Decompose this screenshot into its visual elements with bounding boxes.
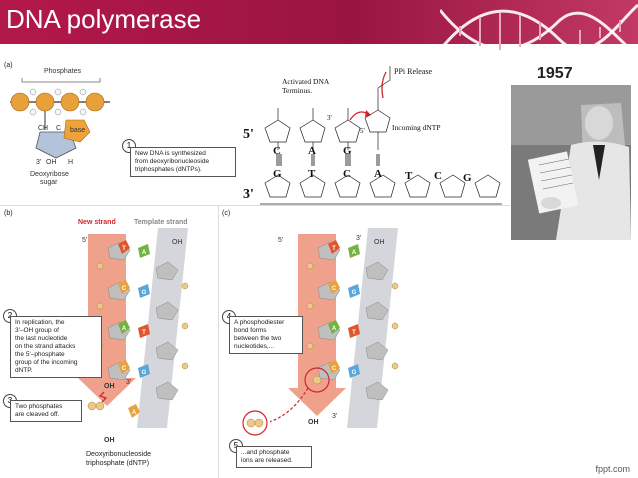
callout-2-line-7: dNTP. [15, 367, 33, 374]
callout-4-line-1: A phosphodiester [234, 319, 285, 326]
base-b-3: G [142, 290, 147, 296]
three-prime-c-top: 3' [356, 235, 361, 242]
base-c-5: T [352, 330, 356, 336]
base-c-0: T [332, 246, 336, 252]
three-prime-b: 3' [126, 379, 131, 386]
top-base-1: A [308, 145, 316, 157]
callout-2-line-6: group of the incoming [15, 359, 78, 366]
o5-label: 5' [360, 127, 365, 135]
callout-3-line-1: Two phosphates [15, 403, 63, 410]
callout-1-line-1: New DNA is synthesized [135, 150, 206, 157]
oh-label: OH [46, 159, 57, 166]
callout-2-line-1: In replication, the [15, 319, 65, 326]
phosphates-label: Phosphates [44, 68, 81, 75]
base-c-4: A [332, 326, 337, 332]
callout-4: A phosphodiester bond forms between the … [229, 316, 303, 354]
dntp-label-2: triphosphate (dNTP) [86, 460, 150, 467]
callout-3: Two phosphates are cleaved off. [10, 400, 82, 422]
nucleotide-diagram: Phosphates base CH C 3' OH H Deoxyribose… [10, 68, 110, 186]
bottom-base-2: C [343, 168, 351, 180]
released-phosphates-icon [242, 410, 268, 436]
top-base-2: G [343, 145, 352, 157]
three-prime-c-bottom: 3' [332, 413, 337, 420]
callout-1-line-3: triphosphates (dNTPs). [135, 166, 202, 173]
five-prime-b: 5' [82, 237, 87, 244]
activated-label-1: Activated DNA [282, 77, 330, 86]
panel-b-tag: (b) [4, 210, 13, 217]
oh-b-mid: OH [104, 383, 115, 390]
h-label: H [68, 159, 73, 166]
bottom-base-4: T [405, 170, 413, 182]
template-strand-label: Template strand [134, 219, 188, 226]
bottom-base-3: A [374, 168, 382, 180]
dntp-label-1: Deoxyribonucleoside [86, 451, 151, 458]
base-c-6: C [332, 366, 337, 372]
base-b-6: C [122, 366, 127, 372]
base-b-8: A [132, 410, 137, 416]
oh-b-bottom: OH [104, 437, 115, 443]
ch2-label: CH [38, 125, 48, 132]
panel-c-tag: (c) [222, 210, 231, 217]
three-prime-label: 3' [36, 159, 41, 166]
callout-4-line-4: nucleotides,... [234, 343, 275, 350]
deoxyribose-label: Deoxyribose [30, 171, 69, 178]
year-label: 1957 [537, 65, 573, 82]
panel-a-tag: (a) [4, 62, 13, 69]
oh-b-top: OH [172, 239, 183, 246]
callout-2-line-5: the 5'–phosphate [15, 351, 65, 358]
callout-5: ...and phosphate ions are released. [236, 446, 312, 468]
bottom-base-0: G [273, 168, 282, 180]
new-strand-label: New strand [78, 219, 116, 226]
callout-5-line-2: ions are released. [241, 457, 293, 464]
slide-title: DNA polymerase [6, 4, 202, 34]
callout-2: In replication, the 3'–OH group of the l… [10, 316, 102, 378]
bottom-base-6: G [463, 172, 472, 184]
base-label: base [70, 127, 85, 134]
replication-diagram-c: T A C G A T C G 5' OH 3' OH 3' [270, 228, 399, 428]
callout-5-line-1: ...and phosphate [241, 449, 290, 456]
incoming-label: Incoming dNTP [392, 123, 441, 132]
sugar-label: sugar [40, 179, 58, 186]
panel-divider [0, 205, 510, 206]
o3-label: 3' [327, 114, 332, 122]
base-b-2: C [122, 286, 127, 292]
callout-4-line-3: between the two [234, 335, 282, 342]
callout-4-line-2: bond forms [234, 327, 267, 334]
five-prime-c: 5' [278, 237, 283, 244]
polymerase-reaction-diagram: PPi Release Activated DNA Terminus. Inco… [243, 66, 502, 205]
callout-3-line-2: are cleaved off. [15, 411, 60, 418]
top-base-0: C [273, 145, 281, 157]
base-b-0: T [122, 246, 126, 252]
dna-helix-decoration [440, 3, 638, 57]
base-b-1: A [142, 250, 147, 256]
three-prime-label: 3' [243, 187, 254, 202]
title-banner [0, 0, 638, 44]
oh-c-top: OH [374, 239, 385, 246]
base-b-4: A [122, 326, 127, 332]
footer-brand: fppt.com [595, 464, 630, 474]
activated-label-2: Terminus. [282, 86, 312, 95]
base-b-5: T [142, 330, 146, 336]
ppi-label: PPi Release [394, 67, 432, 76]
base-c-7: G [352, 370, 357, 376]
callout-1-line-2: from deoxyribonucleoside [135, 158, 210, 165]
callout-2-line-2: 3'–OH group of [15, 327, 59, 334]
oh-c-bottom: OH [308, 419, 319, 426]
callout-1: New DNA is synthesized from deoxyribonuc… [130, 147, 236, 177]
scientist-photo [511, 85, 631, 240]
bottom-base-5: C [434, 170, 442, 182]
panel-divider-vertical [218, 205, 219, 478]
base-b-7: G [142, 370, 147, 376]
base-c-2: C [332, 286, 337, 292]
five-prime-label: 5' [243, 127, 254, 142]
base-c-3: G [352, 290, 357, 296]
c-label: C [56, 125, 61, 132]
callout-2-line-3: the last nucleotide [15, 335, 68, 342]
base-c-1: A [352, 250, 357, 256]
callout-2-line-4: on the strand attacks [15, 343, 76, 350]
bottom-base-1: T [308, 168, 316, 180]
